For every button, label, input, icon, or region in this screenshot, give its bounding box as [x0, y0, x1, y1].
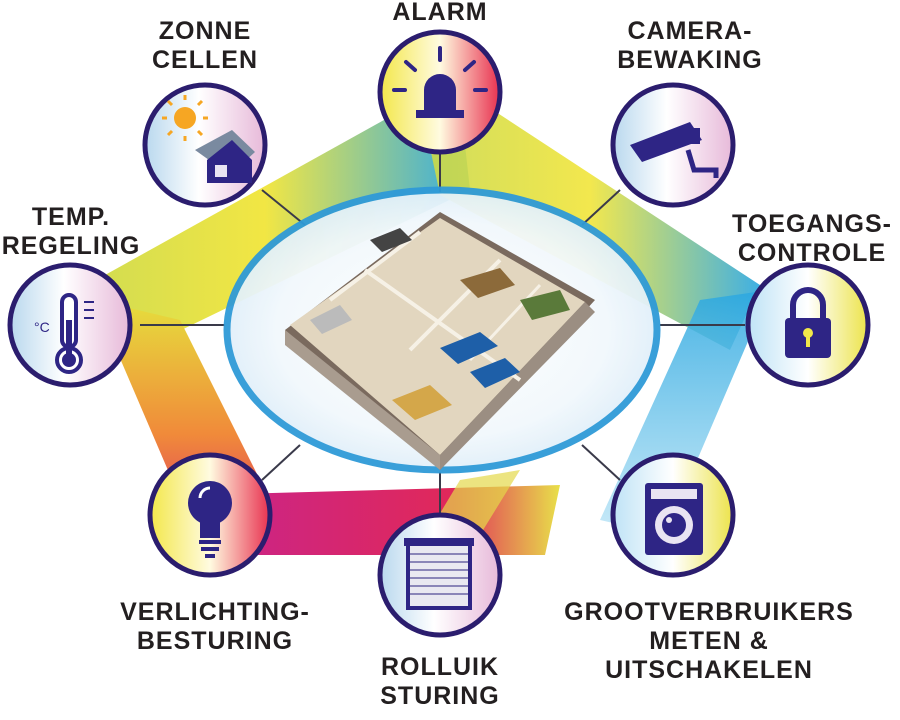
label-line: CONTROLE	[737, 239, 887, 267]
label-line: ROLLUIK	[380, 653, 500, 681]
node-rolluik	[377, 512, 503, 638]
connector-groot	[581, 444, 621, 481]
light-bulb-icon	[188, 481, 232, 558]
node-camera-bewaking	[610, 82, 736, 208]
label-line: ZONNE	[158, 17, 252, 45]
floor-plan-3d-icon	[285, 212, 595, 470]
label-line: VERLICHTING-	[120, 598, 310, 626]
security-camera-icon	[630, 122, 719, 178]
connector-verlichting	[261, 444, 301, 481]
label-line: BESTURING	[136, 627, 294, 655]
label-temp-regeling: TEMP. REGELING	[0, 203, 142, 261]
label-rolluik: ROLLUIK STURING	[360, 653, 520, 711]
alarm-siren-icon	[392, 46, 488, 118]
connectors	[140, 152, 745, 515]
center-hub	[223, 186, 661, 474]
label-zonne-cellen: ZONNE CELLEN	[140, 17, 270, 75]
label-line: STURING	[380, 682, 500, 710]
band-top-left	[60, 100, 470, 350]
label-line: TEMP.	[31, 203, 111, 231]
label-line: BEWAKING	[617, 46, 763, 74]
thermometer-icon: °C	[34, 293, 94, 374]
node-zonne-cellen	[142, 82, 268, 208]
label-line: CAMERA-	[627, 17, 753, 45]
label-line: TOEGANGS-	[732, 210, 892, 238]
node-grootverbruikers	[610, 452, 736, 578]
node-temp-regeling: °C	[7, 262, 133, 388]
connector-zonne	[261, 189, 306, 226]
label-grootverbruikers: GROOTVERBRUIKERS METEN & UITSCHAKELEN	[538, 598, 880, 685]
label-line: METEN &	[649, 627, 769, 655]
padlock-icon	[785, 287, 831, 358]
label-verlichting: VERLICHTING- BESTURING	[105, 598, 325, 656]
node-toegangscontrole	[745, 262, 871, 388]
label-line: GROOTVERBRUIKERS	[564, 598, 854, 626]
label-line: ALARM	[392, 0, 488, 26]
label-alarm: ALARM	[380, 0, 500, 27]
label-line: REGELING	[1, 232, 141, 260]
label-toegangscontrole: TOEGANGS- CONTROLE	[732, 210, 892, 268]
band-top-right	[420, 95, 760, 350]
solar-house-icon	[162, 95, 255, 183]
svg-text:°C: °C	[34, 319, 50, 335]
label-line: UITSCHAKELEN	[605, 656, 813, 684]
roller-shutter-icon	[404, 538, 474, 610]
label-line: CELLEN	[152, 46, 258, 74]
label-camera-bewaking: CAMERA- BEWAKING	[600, 17, 780, 75]
connector-camera	[581, 189, 621, 226]
washing-machine-icon	[645, 483, 703, 555]
node-verlichting	[147, 452, 273, 578]
node-alarm	[377, 29, 503, 155]
